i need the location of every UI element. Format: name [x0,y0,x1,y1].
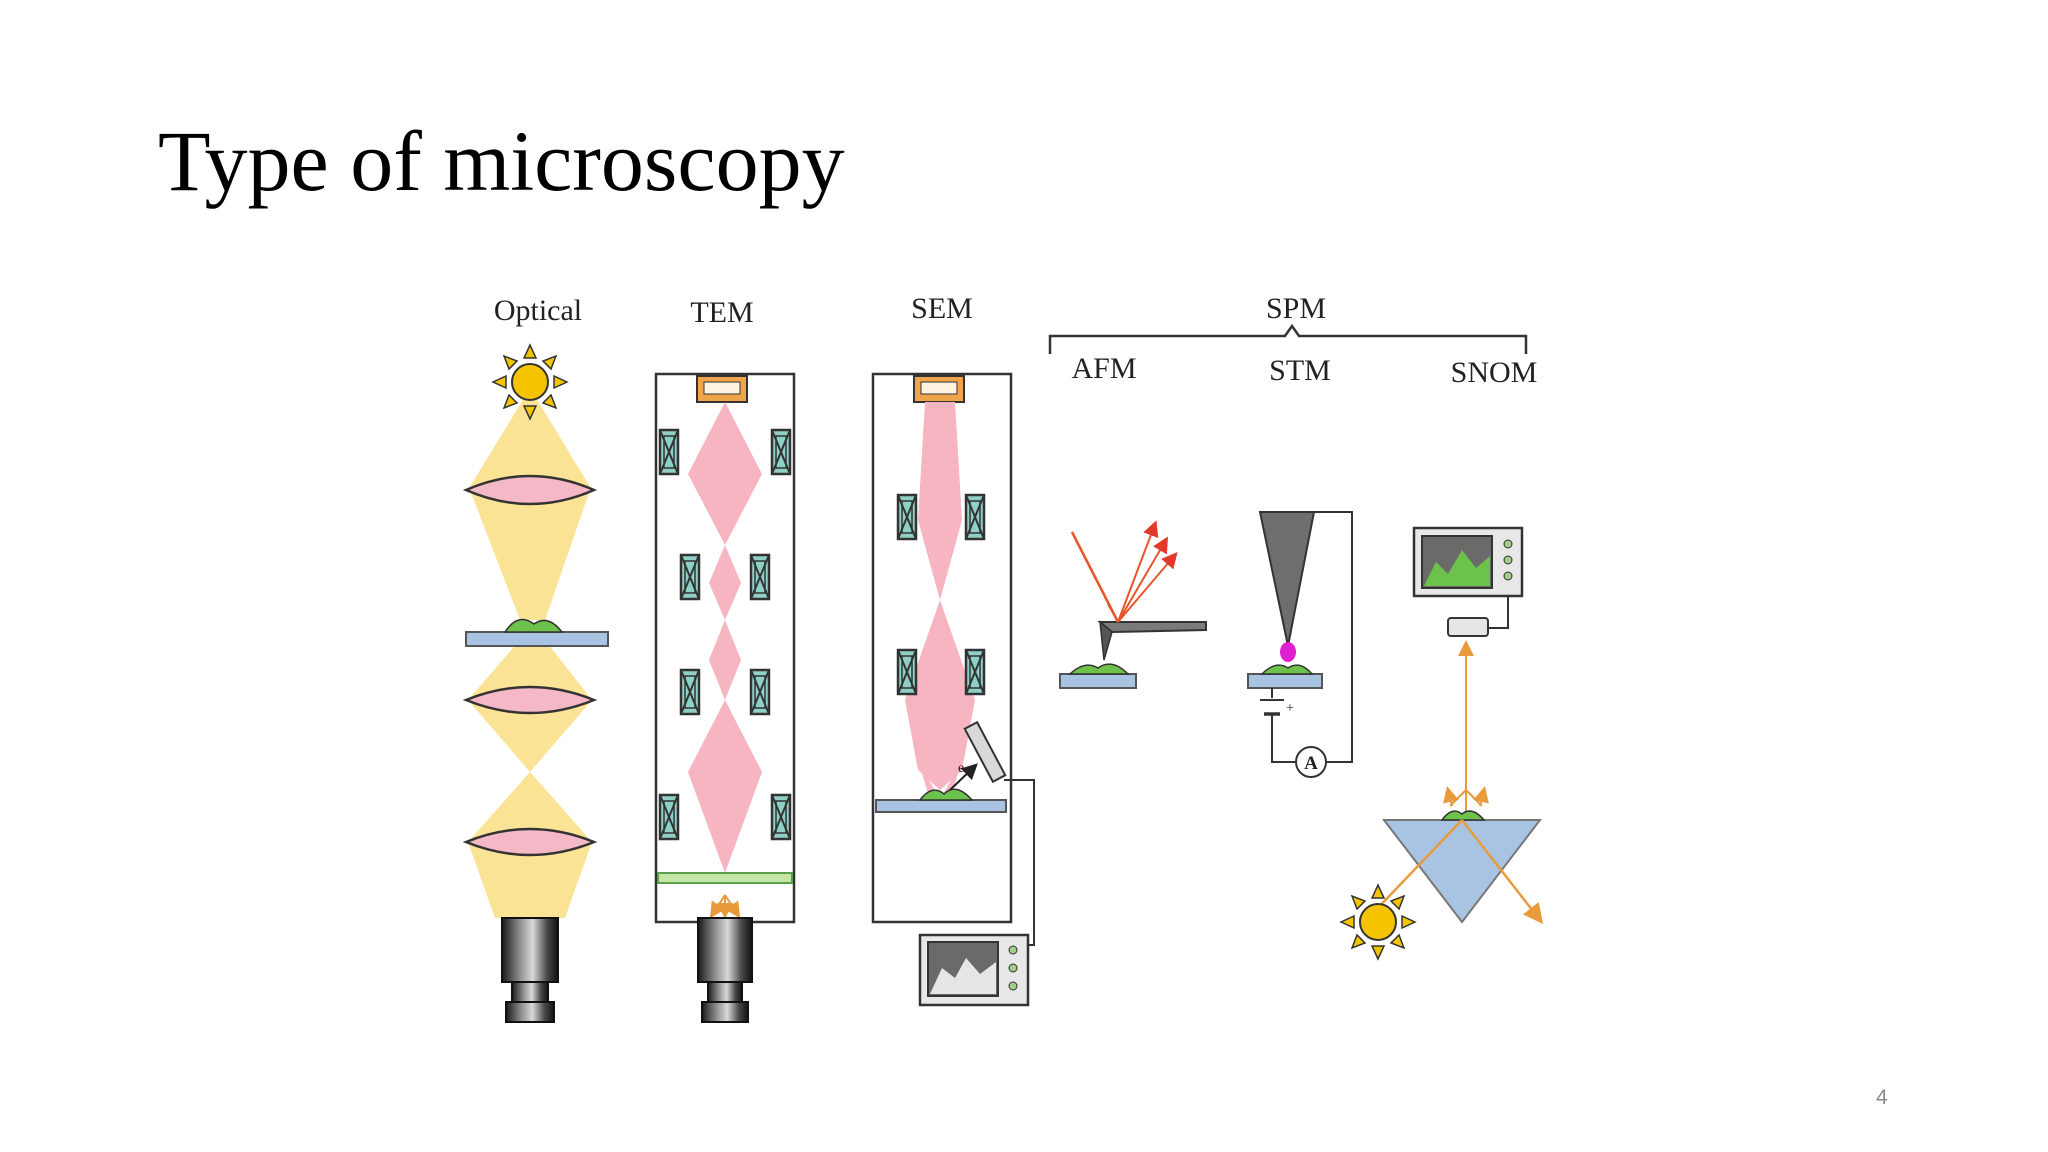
svg-text:+: + [1286,701,1294,716]
label-stm: STM [1269,354,1331,387]
sem-microscope: e [871,372,1035,1007]
lens-condenser [462,474,598,506]
label-snom: SNOM [1451,356,1538,389]
afm-microscope [1059,520,1207,689]
ammeter-icon: A [1295,746,1327,778]
snom-prism [1381,819,1543,924]
label-tem: TEM [690,296,753,329]
stm-microscope: + A [1247,511,1353,778]
slide-title: Type of microscopy [158,113,845,209]
stm-stage [1247,673,1323,689]
optical-sample [503,618,564,633]
lens-objective [462,685,598,715]
afm-stage [1059,673,1137,689]
snom-microscope [1339,526,1544,961]
label-optical: Optical [494,294,582,327]
sun-icon [491,343,569,421]
stm-tip [1258,511,1316,647]
snom-detector-icon [1447,617,1489,637]
lens-projector [462,827,598,857]
label-sem: SEM [911,292,973,325]
snom-sun-icon [1339,883,1417,961]
stm-sample [1260,664,1314,675]
sem-monitor-icon [918,933,1030,1007]
tem-microscope [654,372,796,1023]
label-afm: AFM [1071,352,1136,385]
tem-screen [657,872,793,884]
camera-icon [501,917,559,1023]
sem-stage [875,799,1007,813]
spm-bracket [1048,323,1528,354]
stm-tunneling [1280,642,1296,662]
snom-sample [1440,810,1486,821]
page-number: 4 [1876,1086,1888,1109]
optical-slide [465,631,609,647]
optical-microscope [462,343,609,1023]
svg-text:e: e [958,761,964,776]
label-spm: SPM [1266,292,1326,325]
svg-text:A: A [1304,753,1318,774]
afm-sample [1068,663,1130,675]
sem-sample [918,788,974,801]
tem-camera-icon [697,917,753,1023]
snom-monitor-icon [1412,526,1524,598]
detector-icon: e [949,720,1007,791]
battery-icon: + [1260,699,1294,716]
